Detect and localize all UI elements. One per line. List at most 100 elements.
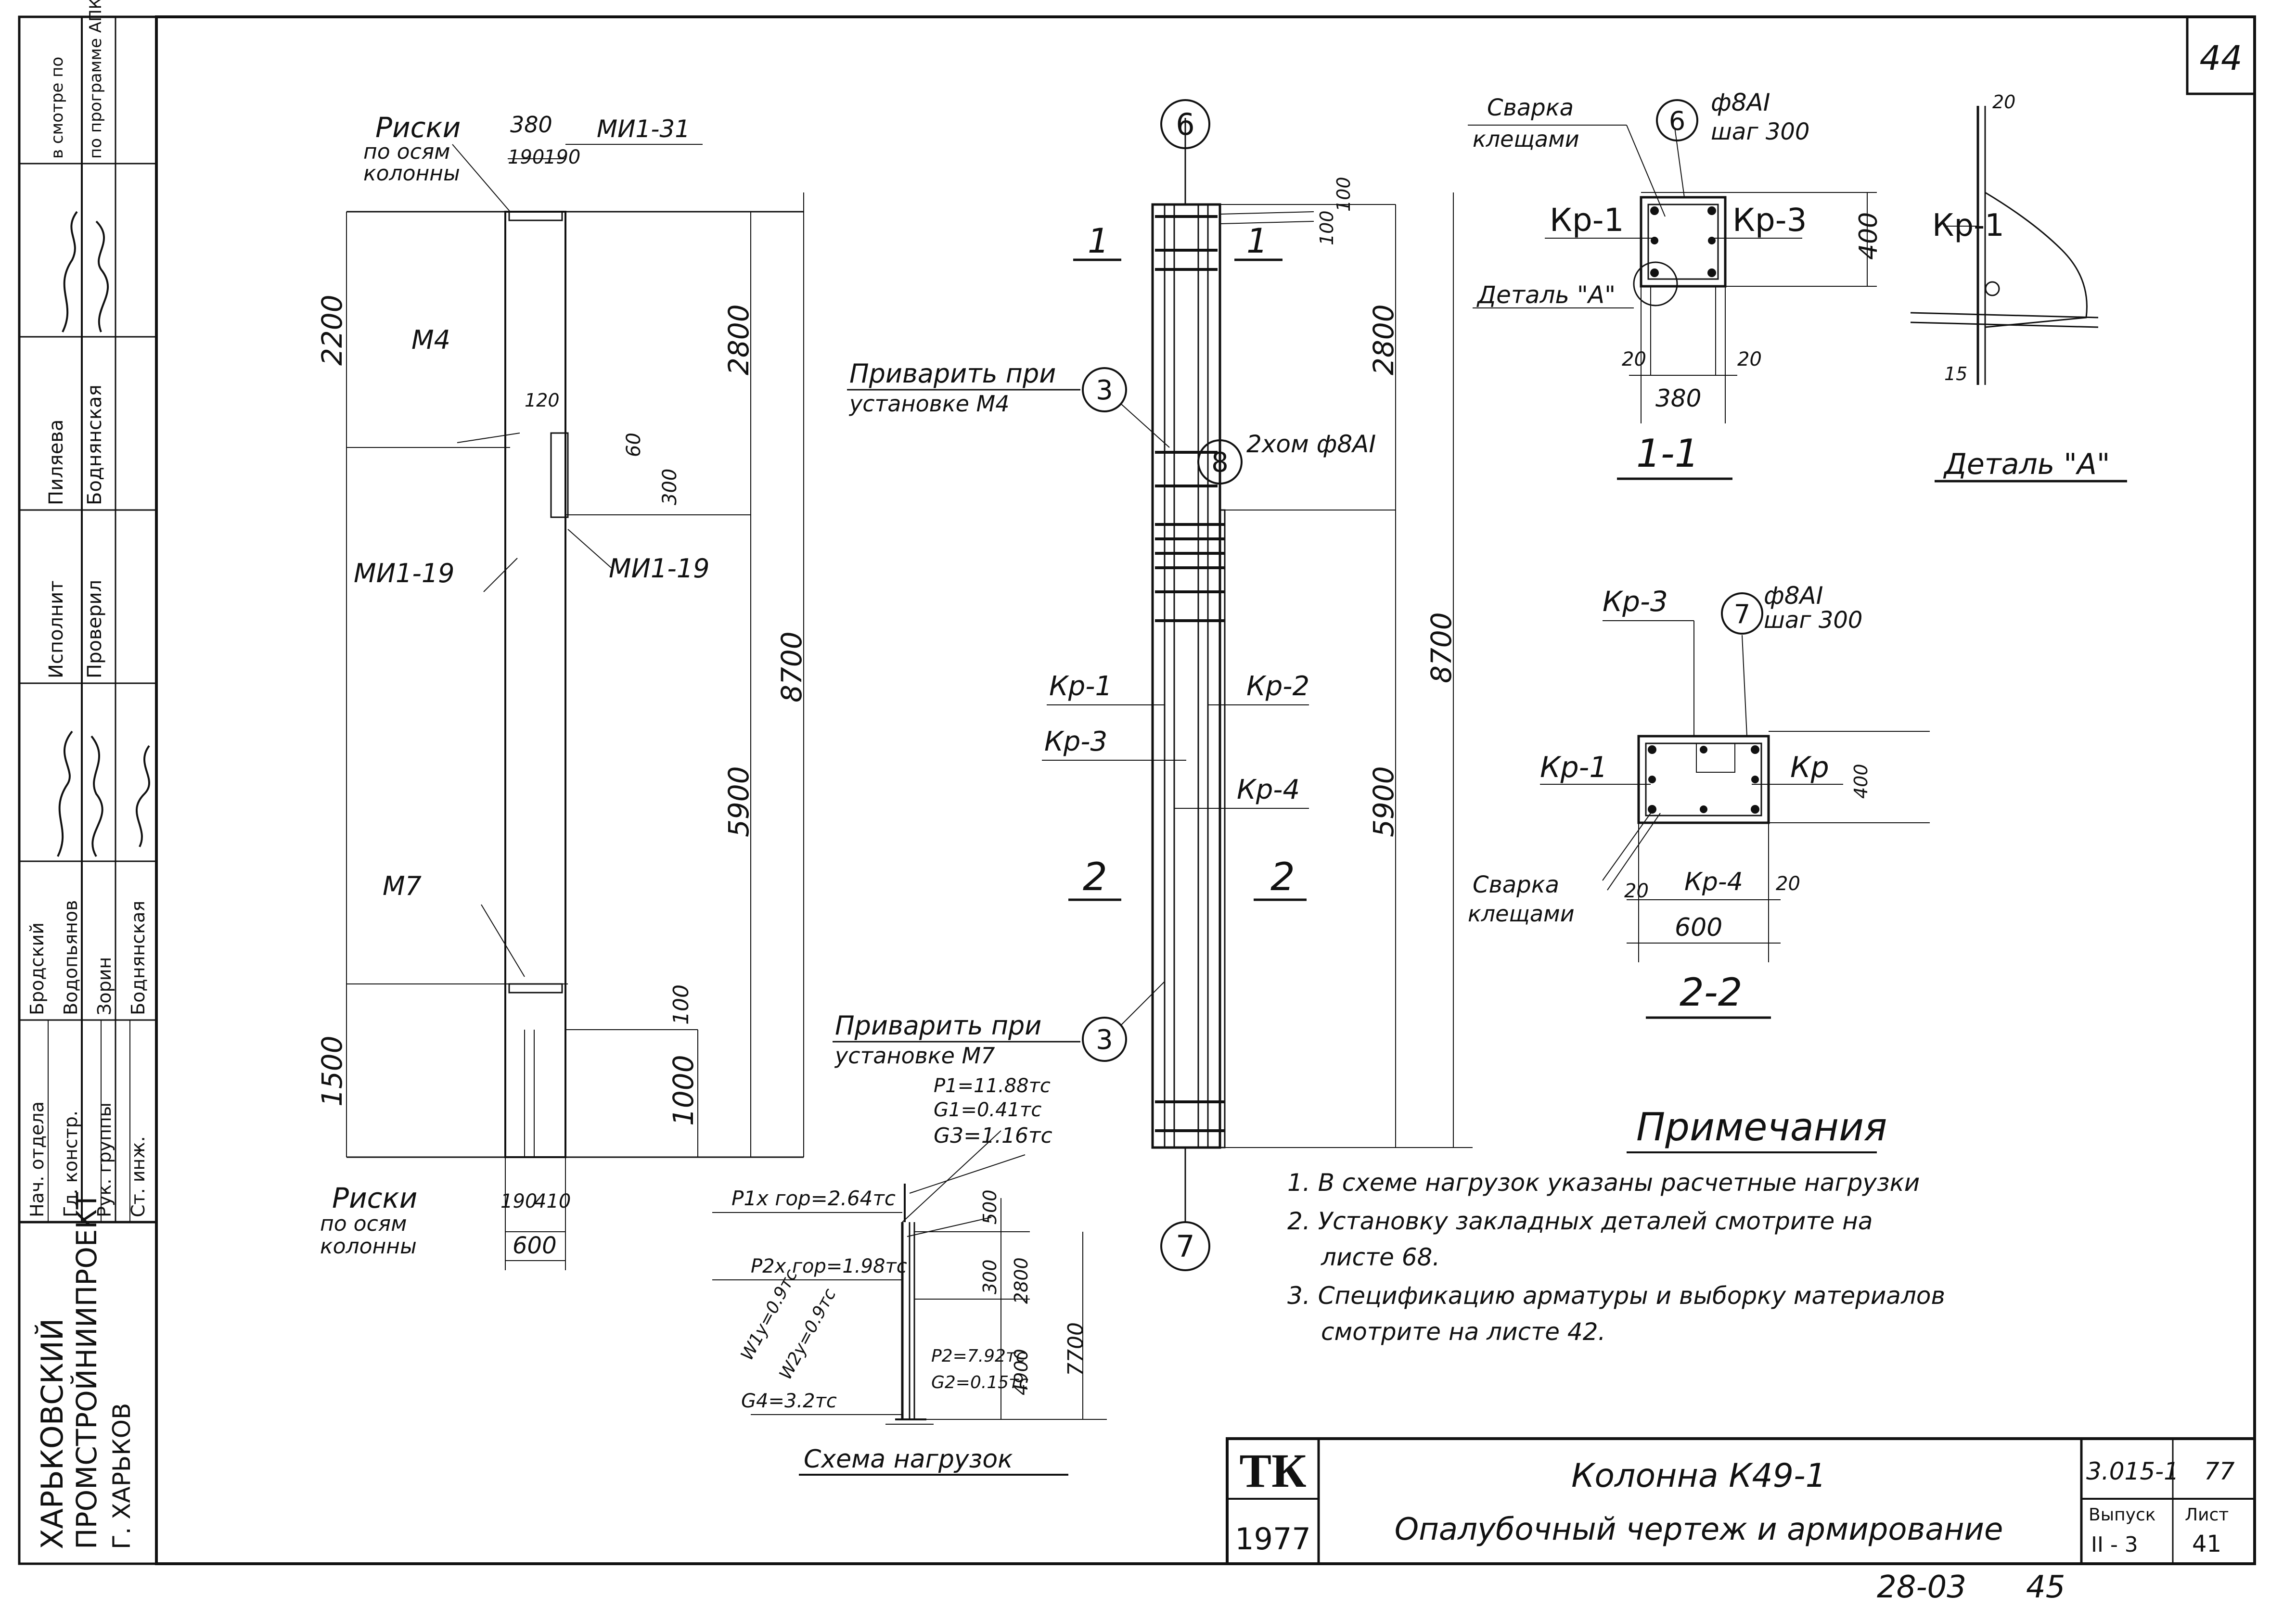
dim-1500: 1500: [316, 1035, 348, 1107]
column-top: колонны: [363, 161, 460, 186]
executor-2: Боднянская: [84, 384, 106, 505]
dim-20b-s1: 20: [1737, 348, 1762, 370]
executed-label: Исполнит: [45, 580, 67, 678]
axis-7-label: 7: [1176, 1229, 1194, 1264]
dim-5900-f: 5900: [722, 766, 755, 837]
side-stamp: ХАРЬКОВСКИЙ ПРОМСТРОЙНИИПРОЕКТ Г. ХАРЬКО…: [18, 0, 158, 1565]
kp-label-s2: Кр: [1790, 751, 1829, 784]
dim-600-s2: 600: [1675, 913, 1722, 942]
load-p2: P2=7.92тс: [931, 1346, 1026, 1366]
section-2-right: 2: [1270, 855, 1295, 899]
dim-100-r1: 100: [1316, 210, 1337, 245]
dim-600-bottom: 600: [513, 1232, 557, 1259]
dim-4900-load: 4900: [1011, 1349, 1032, 1395]
sheet-label: Лист: [2185, 1505, 2229, 1525]
series-code-suffix: 77: [2204, 1457, 2235, 1485]
role-1: Нач. отдела: [26, 1101, 48, 1217]
issue-value: II - 3: [2091, 1532, 2138, 1557]
weld-label-1: Сварка: [1487, 94, 1574, 121]
signature-1: [57, 730, 73, 857]
kp1-label-detail: Кр-1: [1932, 208, 2004, 243]
load-p2x: P2x гор=1.98тс: [751, 1255, 907, 1277]
section-1-1: Сварка клещами 6 ф8АI шаг 300 Кр-1 Кр-3 …: [1468, 89, 1883, 480]
kp4-label-mid: Кр-4: [1237, 774, 1300, 805]
section-1-right: 1: [1246, 221, 1268, 261]
drawing-subtitle: Опалубочный чертеж и армирование: [1395, 1512, 2003, 1547]
dim-2800-load: 2800: [1011, 1257, 1032, 1304]
weld-label-s2-2: клещами: [1468, 901, 1575, 927]
m7-label: М7: [383, 871, 422, 901]
checked-label: Проверил: [84, 580, 106, 678]
weld-label-2: клещами: [1473, 126, 1579, 152]
signature-4: [62, 211, 78, 332]
by-axes-bottom: по осям: [320, 1212, 407, 1236]
step-label-1: шаг 300: [1711, 118, 1809, 145]
weld-m4-line2: установке М4: [848, 391, 1010, 417]
by-axes-top: по осям: [363, 140, 450, 164]
kp1-label-s2: Кр-1: [1540, 751, 1608, 784]
load-g2: G2=0.15тс: [931, 1373, 1028, 1392]
kp3-label-s1: Кр-3: [1732, 202, 1807, 239]
notes: Примечания 1. В схеме нагрузок указаны р…: [1287, 1105, 1945, 1346]
dim-15-detail: 15: [1944, 363, 1967, 384]
dim-190-bottom: 190: [500, 1190, 537, 1212]
load-p1x: P1x гор=2.64тс: [731, 1187, 896, 1210]
title-block: ТК 1977 Колонна К49-1 Опалубочный чертеж…: [1226, 1437, 2256, 1565]
mark-8: 8: [1211, 447, 1229, 478]
kp2-label-mid: Кр-2: [1246, 671, 1309, 702]
detail-a: Кр-1 20 15 Деталь "А": [1910, 91, 2127, 483]
kp3-label-s2: Кр-3: [1603, 585, 1668, 618]
note-3b: смотрите на листе 42.: [1321, 1318, 1605, 1346]
dim-300-load: 300: [979, 1259, 1000, 1294]
bottom-number: 45: [2026, 1570, 2065, 1605]
note-1: 1. В схеме нагрузок указаны расчетные на…: [1287, 1169, 1920, 1197]
role-3: Рук. группы: [94, 1102, 115, 1217]
dim-5900-r: 5900: [1367, 766, 1400, 837]
dim-400-s1: 400: [1854, 212, 1883, 260]
reference-top: в смотре по: [48, 57, 67, 159]
dim-20b-s2: 20: [1776, 873, 1800, 895]
role-2: Гл. констр.: [60, 1110, 81, 1217]
bottom-code: 28-03: [1877, 1570, 1966, 1605]
mi-31-label: МИ1-31: [597, 115, 690, 143]
note-2b: листе 68.: [1321, 1243, 1440, 1271]
note-3: 3. Спецификацию арматуры и выборку матер…: [1287, 1282, 1945, 1310]
sheet-value: 41: [2192, 1531, 2221, 1557]
load-scheme: P1=11.88тс G1=0.41тс G3=1.16тс P1x гор=2…: [712, 1075, 1107, 1476]
detail-a-title: Деталь "А": [1943, 447, 2110, 481]
dim-100-f: 100: [669, 984, 693, 1025]
dim-190b-top: 190: [544, 146, 580, 168]
kp1-label-s1: Кр-1: [1550, 202, 1624, 239]
dim-20-detail: 20: [1992, 91, 2015, 113]
mark-6: 6: [1669, 106, 1685, 136]
drawing-name: Колонна К49-1: [1571, 1457, 1826, 1495]
section-1-left: 1: [1088, 221, 1109, 261]
mark-3-bottom: 3: [1096, 1024, 1113, 1056]
mark-7: 7: [1734, 599, 1750, 629]
load-g1: G1=0.41тс: [934, 1099, 1041, 1121]
dim-8700-f: 8700: [775, 631, 808, 702]
dim-2200: 2200: [316, 294, 348, 366]
bar-label-1: ф8АI: [1711, 89, 1770, 116]
weld-m7-line1: Приварить при: [835, 1010, 1041, 1041]
signature-2: [90, 735, 103, 857]
role-4: Ст. инж.: [128, 1136, 149, 1217]
dim-60: 60: [623, 433, 645, 457]
name-3: Зорин: [94, 957, 115, 1015]
dim-20a-s1: 20: [1622, 348, 1646, 370]
column-bottom: колонны: [320, 1234, 417, 1259]
notes-title: Примечания: [1636, 1105, 1887, 1149]
weld-m4-line1: Приварить при: [849, 358, 1056, 389]
name-2: Водопьянов: [60, 900, 81, 1015]
dim-2800-f: 2800: [722, 304, 755, 375]
reference-program: по программе АПК-12: [86, 0, 105, 159]
section-2-2: Кр-3 7 ф8АI шаг 300 Кр-1 Кр 400 Сварка к…: [1468, 582, 1930, 1019]
dim-7700-load: 7700: [1064, 1322, 1088, 1376]
note-2: 2. Установку закладных деталей смотрите …: [1287, 1207, 1873, 1235]
mi-19-left: МИ1-19: [354, 558, 455, 588]
signature-3: [135, 745, 150, 847]
reinforcement-view: 6 7 1 1 2 2 Приварить при установке М4 3…: [833, 99, 1473, 1271]
dim-1000: 1000: [667, 1055, 700, 1126]
risks-label-top: Риски: [375, 111, 461, 144]
